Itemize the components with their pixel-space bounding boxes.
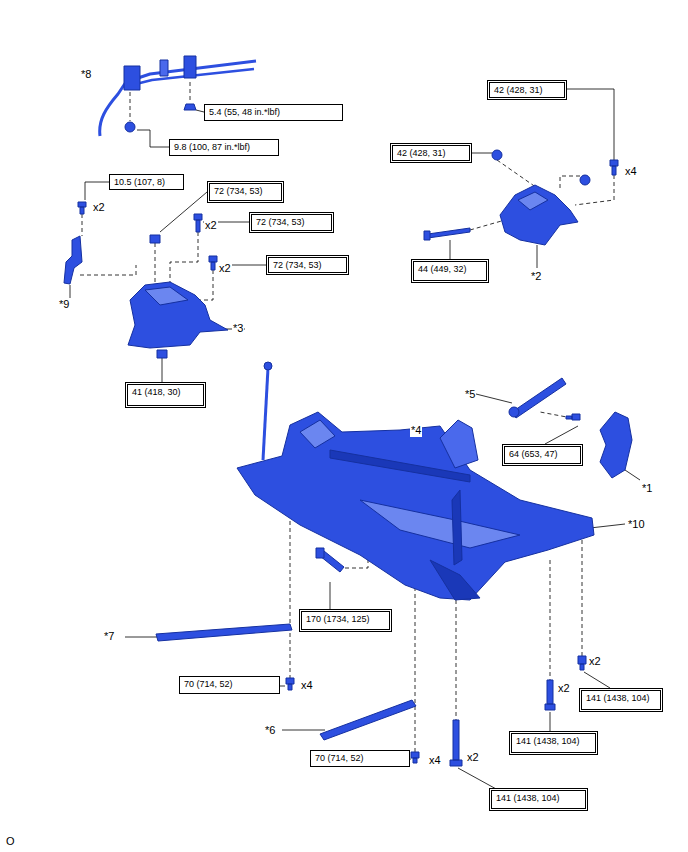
torque-box: 41 (418, 30)	[125, 382, 206, 408]
quantity-label: x2	[204, 219, 218, 232]
quantity-label: x2	[557, 682, 571, 695]
torque-box: 44 (449, 32)	[411, 259, 489, 283]
torque-box: 42 (428, 31)	[390, 143, 472, 163]
torque-value: 70 (714, 52)	[311, 751, 409, 765]
torque-value: 42 (428, 31)	[490, 83, 564, 97]
torque-box: 42 (428, 31)	[487, 80, 567, 100]
torque-box: 70 (714, 52)	[310, 750, 410, 767]
torque-value: 72 (734, 53)	[252, 215, 331, 229]
quantity-label: O	[5, 835, 16, 848]
torque-value: 72 (734, 53)	[269, 258, 346, 272]
torque-value: 5.4 (55, 48 in.*lbf)	[205, 105, 342, 119]
quantity-label: x2	[218, 262, 232, 275]
callout-number: *5	[464, 388, 476, 401]
torque-value: 9.8 (100, 87 in.*lbf)	[170, 140, 278, 154]
quantity-label: x4	[428, 754, 442, 767]
callout-number: *2	[530, 270, 542, 283]
torque-value: 141 (1438, 104)	[492, 791, 585, 805]
torque-value: 41 (418, 30)	[128, 385, 203, 399]
torque-value: 70 (714, 52)	[180, 677, 279, 691]
torque-box: 10.5 (107, 8)	[109, 174, 184, 190]
torque-value: 141 (1438, 104)	[582, 691, 660, 705]
torque-value: 170 (1734, 125)	[302, 612, 389, 626]
torque-box: 141 (1438, 104)	[509, 731, 598, 755]
callout-number: *3	[232, 322, 244, 335]
torque-box: 170 (1734, 125)	[299, 609, 392, 632]
callout-number: *10	[627, 518, 646, 531]
quantity-label: x2	[92, 201, 106, 214]
torque-value: 10.5 (107, 8)	[110, 175, 183, 189]
torque-box: 72 (734, 53)	[207, 181, 284, 203]
callout-number: *6	[264, 724, 276, 737]
torque-box: 70 (714, 52)	[179, 676, 280, 694]
callout-number: *9	[58, 298, 70, 311]
torque-box: 9.8 (100, 87 in.*lbf)	[169, 139, 279, 156]
torque-box: 5.4 (55, 48 in.*lbf)	[204, 104, 343, 121]
torque-box: 72 (734, 53)	[266, 255, 349, 275]
callout-number: *8	[80, 68, 92, 81]
quantity-label: x4	[300, 679, 314, 692]
callout-number: *4	[410, 424, 422, 437]
torque-box: 141 (1438, 104)	[489, 788, 588, 811]
callout-number: *1	[641, 482, 653, 495]
torque-value: 141 (1438, 104)	[512, 734, 595, 748]
torque-box: 141 (1438, 104)	[579, 688, 663, 712]
torque-value: 72 (734, 53)	[210, 184, 281, 198]
quantity-label: x2	[588, 655, 602, 668]
quantity-label: x4	[624, 165, 638, 178]
torque-box: 64 (653, 47)	[502, 444, 583, 466]
torque-value: 64 (653, 47)	[505, 447, 580, 461]
torque-value: 44 (449, 32)	[414, 262, 486, 276]
quantity-label: x2	[466, 751, 480, 764]
torque-value: 42 (428, 31)	[393, 146, 469, 160]
torque-box: 72 (734, 53)	[249, 212, 334, 233]
callout-number: *7	[103, 630, 115, 643]
